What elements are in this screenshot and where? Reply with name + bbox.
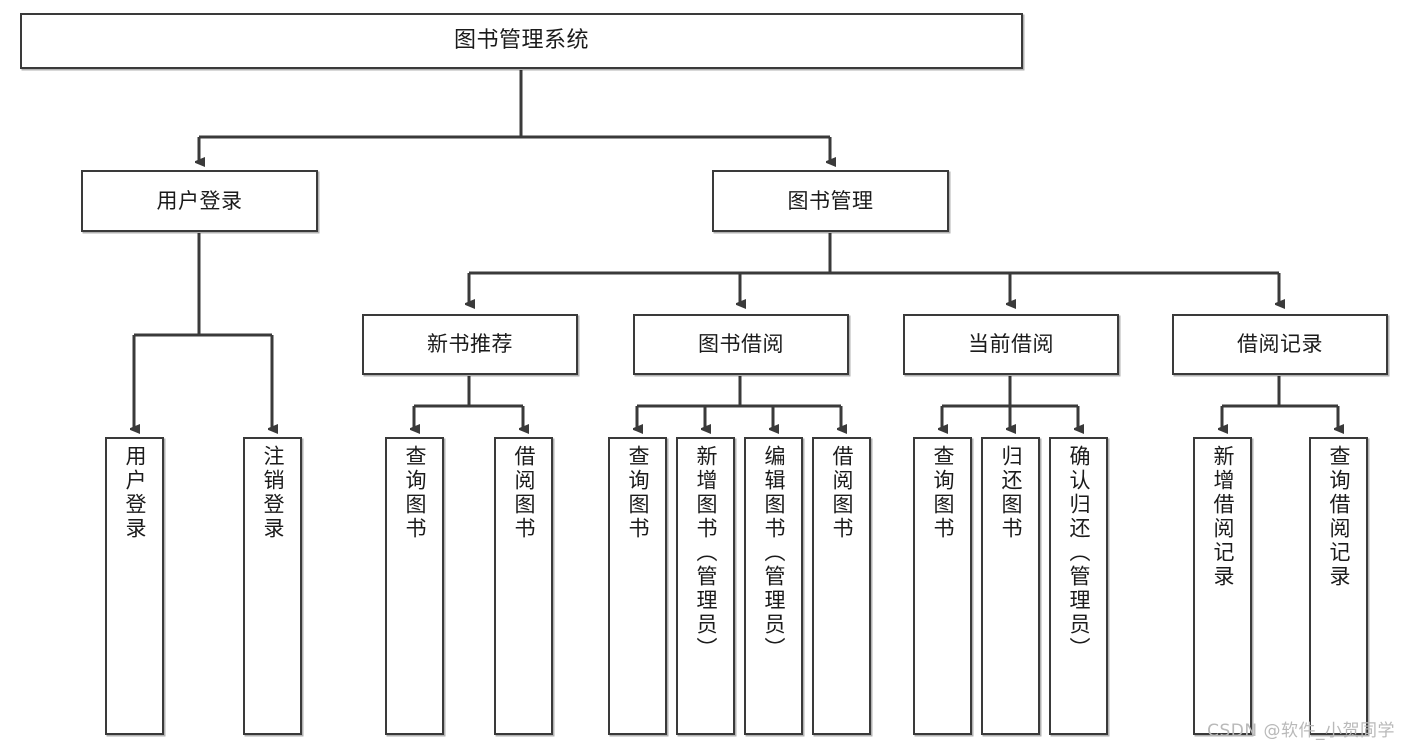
leaf-user-login[interactable]: 用户登录 (105, 437, 164, 735)
leaf-logout-login[interactable]: 注销登录 (243, 437, 302, 735)
node-book-management[interactable]: 图书管理 (712, 170, 949, 232)
leaf-edit-book[interactable]: 编辑图书（管理员） (744, 437, 803, 735)
node-label: 图书管理系统 (453, 28, 589, 54)
node-label: 借阅记录 (1237, 332, 1323, 357)
node-label: 查询图书 (626, 445, 650, 541)
node-book-management-system[interactable]: 图书管理系统 (20, 13, 1023, 69)
node-label: 借阅图书 (512, 445, 536, 541)
node-label: 查询图书 (931, 445, 955, 541)
node-label: 用户登录 (156, 188, 243, 213)
node-user-login[interactable]: 用户登录 (81, 170, 318, 232)
node-label: 新书推荐 (427, 332, 513, 357)
leaf-confirm-return[interactable]: 确认归还（管理员） (1049, 437, 1108, 735)
node-label: 新增图书（管理员） (694, 445, 718, 661)
node-label: 编辑图书（管理员） (762, 445, 786, 661)
leaf-add-book[interactable]: 新增图书（管理员） (676, 437, 735, 735)
watermark-text: CSDN @软件_小贺同学 (1207, 721, 1395, 741)
leaf-add-borrow-record[interactable]: 新增借阅记录 (1193, 437, 1252, 735)
node-label: 确认归还（管理员） (1067, 445, 1091, 661)
leaf-borrow-book-recommend[interactable]: 借阅图书 (494, 437, 553, 735)
node-label: 注销登录 (261, 445, 285, 541)
node-label: 当前借阅 (968, 332, 1054, 357)
node-label: 归还图书 (999, 445, 1023, 541)
node-current-borrow[interactable]: 当前借阅 (903, 314, 1119, 375)
node-label: 图书借阅 (698, 332, 784, 357)
leaf-return-book[interactable]: 归还图书 (981, 437, 1040, 735)
node-label: 借阅图书 (830, 445, 854, 541)
leaf-query-book-recommend[interactable]: 查询图书 (385, 437, 444, 735)
node-book-borrow[interactable]: 图书借阅 (633, 314, 849, 375)
node-label: 查询图书 (403, 445, 427, 541)
node-label: 查询借阅记录 (1327, 445, 1351, 589)
leaf-query-book-current[interactable]: 查询图书 (913, 437, 972, 735)
node-label: 图书管理 (787, 188, 874, 213)
node-label: 用户登录 (123, 445, 147, 541)
leaf-borrow-book[interactable]: 借阅图书 (812, 437, 871, 735)
node-label: 新增借阅记录 (1211, 445, 1235, 589)
leaf-query-book-borrow[interactable]: 查询图书 (608, 437, 667, 735)
leaf-query-borrow-record[interactable]: 查询借阅记录 (1309, 437, 1368, 735)
node-borrow-record[interactable]: 借阅记录 (1172, 314, 1388, 375)
node-new-book-recommend[interactable]: 新书推荐 (362, 314, 578, 375)
